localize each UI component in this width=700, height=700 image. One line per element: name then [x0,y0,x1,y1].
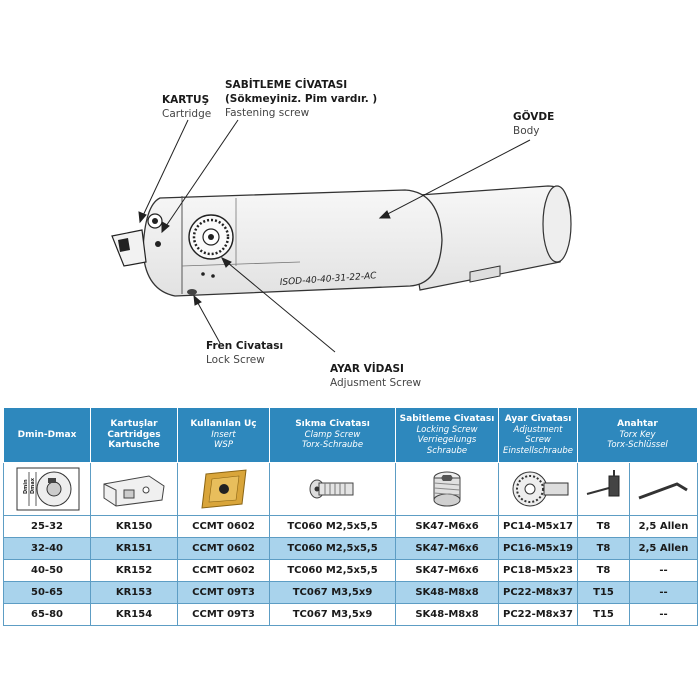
cell-range: 65-80 [3,603,91,626]
image-cartridge [90,462,178,516]
cell-allen-key: -- [629,603,698,626]
shank [404,185,572,291]
cell-allen-key: -- [629,559,698,582]
table-row: 50-65 KR153 CCMT 09T3 TC067 M3,5x9 SK48-… [3,581,698,604]
adjustment-dial [188,214,234,260]
image-row: Dmin Dmax [3,462,698,516]
cell-allen-key: -- [629,581,698,604]
cell-adjustment-screw: PC16-M5x19 [498,537,578,560]
table-row: 32-40 KR151 CCMT 0602 TC060 M2,5x5,5 SK4… [3,537,698,560]
cell-range: 50-65 [3,581,91,604]
cell-clamp-screw: TC067 M3,5x9 [269,603,396,626]
table-row: 65-80 KR154 CCMT 09T3 TC067 M3,5x9 SK48-… [3,603,698,626]
cell-adjustment-screw: PC14-M5x17 [498,515,578,538]
fastening-screw-hole [147,213,163,229]
cell-adjustment-screw: PC22-M8x37 [498,581,578,604]
header-insert: Kullanılan Uç Insert WSP [177,407,270,463]
header-key: Anahtar Torx Key Torx-Schlüssel [577,407,698,463]
callout-adjustment-screw: AYAR VİDASI Adjusment Screw [330,363,422,389]
table-header-row: Dmin-Dmax Kartuşlar Cartridges Kartusche… [3,407,698,463]
image-insert [177,462,270,516]
cell-range: 40-50 [3,559,91,582]
cell-cartridge: KR152 [90,559,178,582]
cell-cartridge: KR153 [90,581,178,604]
lock-screw [187,289,197,295]
cell-locking-screw: SK47-M6x6 [395,559,499,582]
callout-fastening-screw: SABİTLEME CİVATASI (Sökmeyiniz. Pim vard… [225,79,378,119]
cell-insert: CCMT 0602 [177,515,270,538]
cell-allen-key: 2,5 Allen [629,537,698,560]
callout-cartridge: KARTUŞ Cartridge [162,94,212,120]
image-torx-key [577,462,630,516]
cell-range: 32-40 [3,537,91,560]
header-locking-screw: Sabitleme Civatası Locking Screw Verrieg… [395,407,499,463]
table-row: 25-32 KR150 CCMT 0602 TC060 M2,5x5,5 SK4… [3,515,698,538]
cell-insert: CCMT 0602 [177,559,270,582]
cell-clamp-screw: TC060 M2,5x5,5 [269,559,396,582]
cell-locking-screw: SK48-M8x8 [395,603,499,626]
cell-locking-screw: SK48-M8x8 [395,581,499,604]
svg-text:Dmax: Dmax [30,477,36,494]
cell-locking-screw: SK47-M6x6 [395,515,499,538]
spec-table: Dmin-Dmax Kartuşlar Cartridges Kartusche… [3,407,698,626]
leader-lines [138,119,531,353]
svg-text:Dmin: Dmin [23,478,29,493]
cell-clamp-screw: TC060 M2,5x5,5 [269,537,396,560]
cell-cartridge: KR154 [90,603,178,626]
image-locking-screw [395,462,499,516]
header-dmin-dmax: Dmin-Dmax [3,407,91,463]
cell-allen-key: 2,5 Allen [629,515,698,538]
header-cartridges: Kartuşlar Cartridges Kartusche [90,407,178,463]
cell-locking-screw: SK47-M6x6 [395,537,499,560]
cell-torx-key: T15 [577,603,630,626]
cell-insert: CCMT 0602 [177,537,270,560]
table-row: 40-50 KR152 CCMT 0602 TC060 M2,5x5,5 SK4… [3,559,698,582]
cell-adjustment-screw: PC22-M8x37 [498,603,578,626]
header-clamp-screw: Sıkma Civatası Clamp Screw Torx-Schraube [269,407,396,463]
cell-cartridge: KR151 [90,537,178,560]
cell-torx-key: T8 [577,515,630,538]
boring-head-drawing: ISOD-40-40-31-22-AC [111,119,572,353]
callout-body: GÖVDE Body [513,111,555,137]
cell-torx-key: T15 [577,581,630,604]
callout-lock-screw: Fren Civatası Lock Screw [206,340,284,366]
image-bore-diameter: Dmin Dmax [3,462,91,516]
cell-clamp-screw: TC060 M2,5x5,5 [269,515,396,538]
cell-cartridge: KR150 [90,515,178,538]
cell-torx-key: T8 [577,537,630,560]
image-allen-key [629,462,698,516]
cell-insert: CCMT 09T3 [177,603,270,626]
cell-insert: CCMT 09T3 [177,581,270,604]
cell-range: 25-32 [3,515,91,538]
cell-adjustment-screw: PC18-M5x23 [498,559,578,582]
cell-clamp-screw: TC067 M3,5x9 [269,581,396,604]
image-clamp-screw [269,462,396,516]
image-adjustment-screw [498,462,578,516]
cartridge [111,229,161,267]
tool-diagram: ISOD-40-40-31-22-AC KARTUŞ Cartridge SAB… [111,79,572,389]
header-adjustment-screw: Ayar Civatası Adjustment Screw Einstells… [498,407,578,463]
cell-torx-key: T8 [577,559,630,582]
